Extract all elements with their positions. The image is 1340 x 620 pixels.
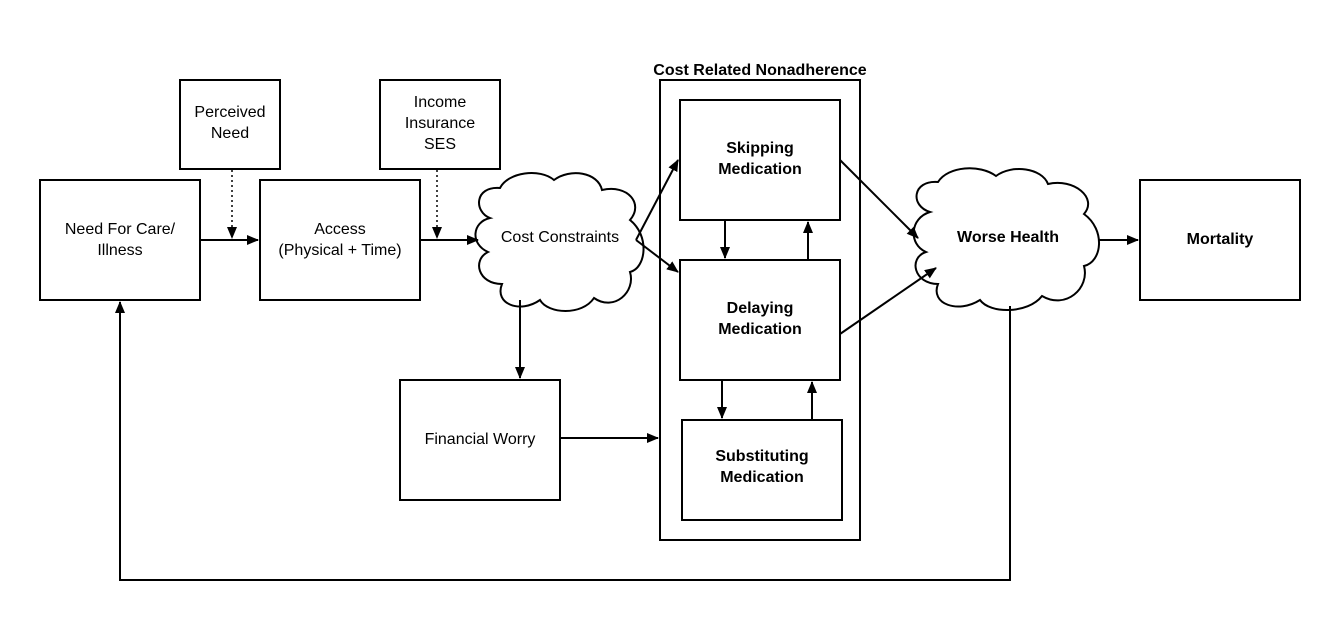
arrow-cost-to-delaying: [635, 239, 679, 273]
arrow-delaying-to-worse-health: [839, 267, 937, 335]
access-label-line1: Access: [314, 221, 366, 238]
need-for-care-label-line2: Illness: [97, 242, 142, 259]
arrow-cost-to-skipping: [635, 159, 679, 241]
perceived-need-label-line1: Perceived: [194, 104, 265, 121]
cost-constraints-cloud: [474, 172, 645, 312]
financial-worry-label: Financial Worry: [425, 431, 536, 448]
skipping-medication-box: [679, 99, 841, 221]
perceived-need-box: [179, 79, 281, 170]
insurance-label: Insurance: [405, 115, 475, 132]
skipping-label-line2: Medication: [718, 161, 802, 178]
perceived-need-label-line2: Need: [211, 125, 249, 142]
arrow-skipping-to-worse-health: [839, 159, 919, 239]
delaying-label-line1: Delaying: [727, 300, 794, 317]
ses-label: SES: [424, 136, 456, 153]
worse-health-label: Worse Health: [957, 229, 1059, 246]
delaying-label-line2: Medication: [718, 321, 802, 338]
substituting-label-line1: Substituting: [715, 448, 808, 465]
mortality-label: Mortality: [1187, 231, 1254, 248]
feedback-arrow-worse-health-to-need: [115, 301, 1011, 581]
mortality-box: [1139, 179, 1301, 301]
access-label-line2: (Physical + Time): [278, 242, 401, 259]
access-box: [259, 179, 421, 301]
group-title: Cost Related Nonadherence: [653, 62, 866, 79]
substituting-label-line2: Medication: [720, 469, 804, 486]
need-for-care-box: [39, 179, 201, 301]
skipping-label-line1: Skipping: [726, 140, 794, 157]
substituting-medication-box: [681, 419, 843, 521]
financial-worry-box: [399, 379, 561, 501]
income-insurance-ses-box: [379, 79, 501, 170]
delaying-medication-box: [679, 259, 841, 381]
cost-constraints-label: Cost Constraints: [501, 229, 619, 246]
worse-health-cloud: [912, 167, 1100, 312]
income-label: Income: [414, 94, 467, 111]
need-for-care-label-line1: Need For Care/: [65, 221, 176, 238]
